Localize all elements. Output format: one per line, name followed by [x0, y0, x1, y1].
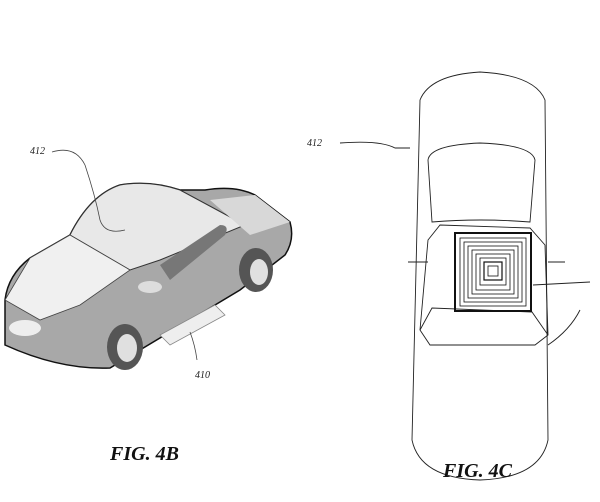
figure-caption-4c: FIG. 4C [443, 460, 512, 482]
reference-label-412: 412 [30, 146, 45, 157]
coil-spiral [454, 232, 532, 312]
charging-pad-410 [159, 304, 226, 346]
car-isometric-drawing [4, 149, 293, 370]
car-top-view-drawing [339, 71, 591, 481]
figure-caption-4b: FIG. 4B [110, 443, 179, 465]
reference-label-412: 412 [307, 138, 322, 149]
reference-label-410: 410 [195, 370, 210, 381]
